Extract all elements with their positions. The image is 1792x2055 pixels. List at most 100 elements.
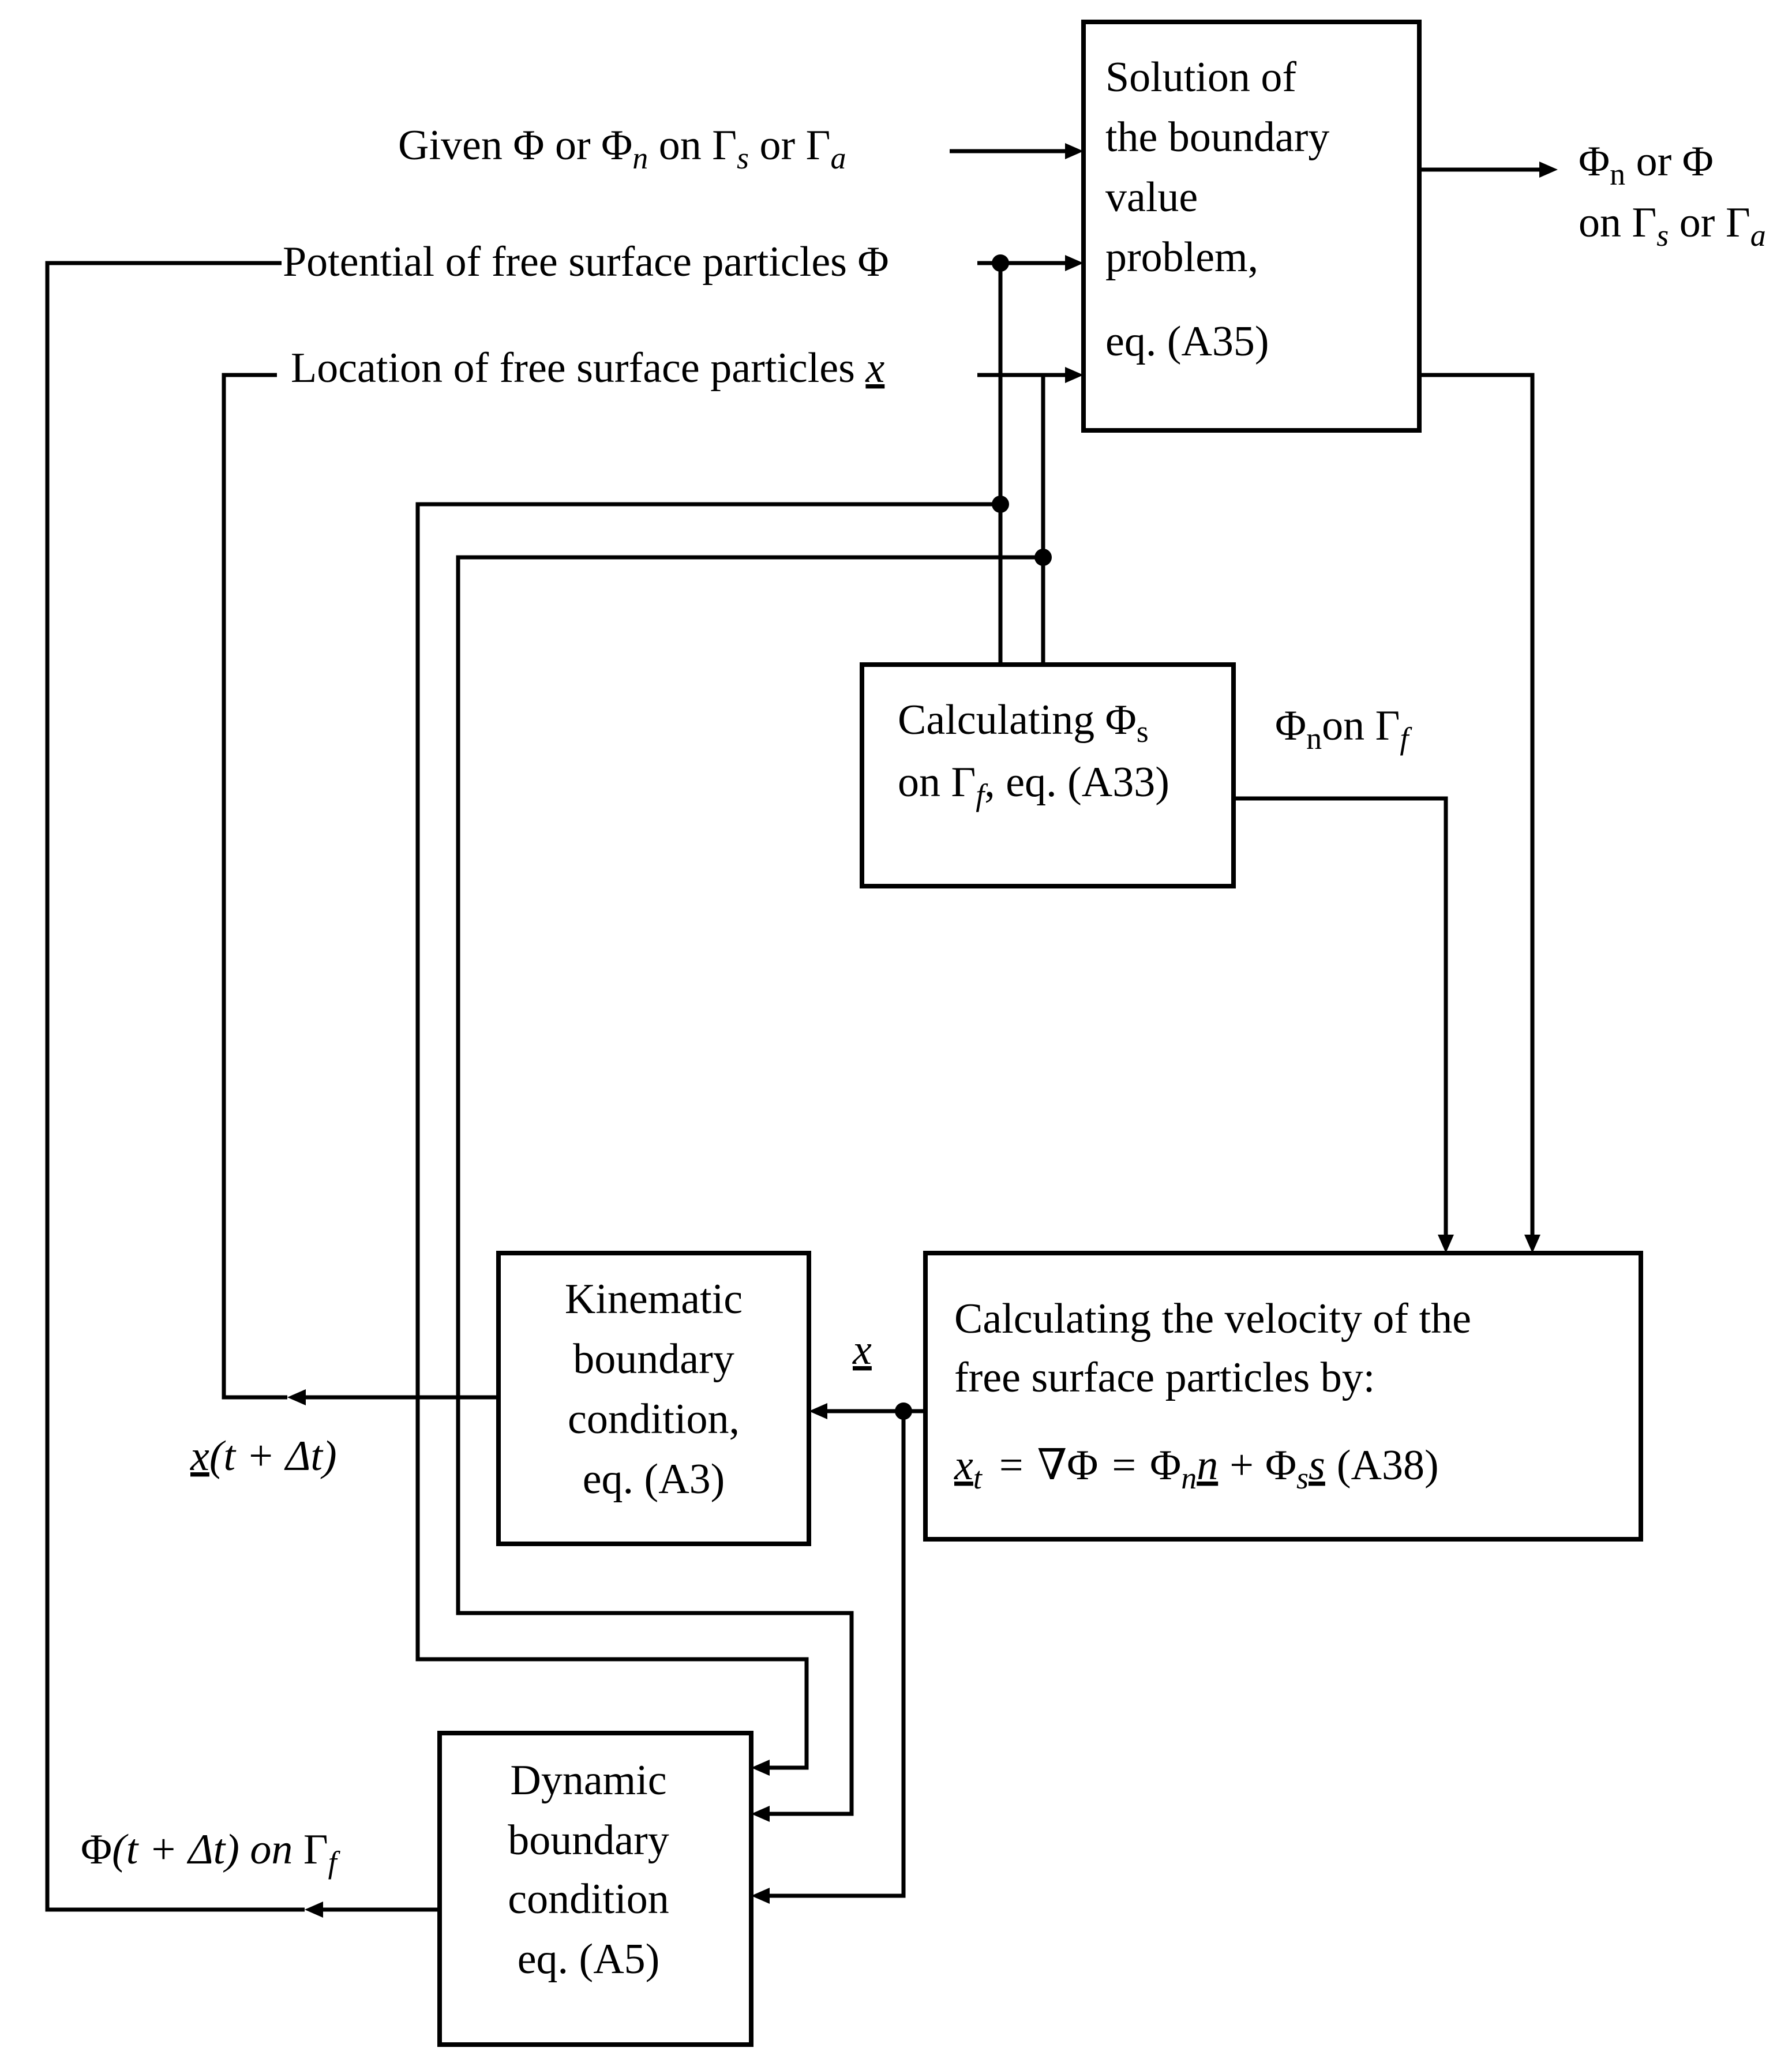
output-sub-s: s (1656, 218, 1669, 253)
label-output-line1: Φn or Φ (1579, 138, 1714, 194)
given-w1: Given (398, 122, 503, 169)
label-location: Location of free surface particles x (291, 344, 884, 392)
symbol-phi: Φ (1105, 696, 1137, 744)
phis-block (860, 662, 1236, 888)
velocity-line2: free surface particles by: (954, 1354, 1375, 1401)
label-x-new: x(t + Δt) (190, 1432, 337, 1480)
output-phi: Φ (1682, 138, 1714, 185)
given-sub-a: a (830, 141, 846, 175)
bvp-line5: eq. (A35) (1105, 318, 1269, 365)
eq-phi-3: Φ (1265, 1442, 1296, 1489)
arrowhead-dynamic-output (305, 1902, 323, 1918)
wire-location-loop (456, 555, 1043, 1816)
dynamic-line1: Dynamic (510, 1757, 666, 1804)
phinew-sub-f: f (328, 1845, 341, 1880)
given-w4: or (760, 122, 796, 169)
arrowhead-potential-loop (751, 1760, 770, 1776)
phis-on: on (898, 759, 940, 806)
label-phin-on-gf: Φnon Γf (1275, 702, 1412, 756)
bvp-line3: value (1105, 174, 1198, 221)
bvp-block (1081, 20, 1422, 433)
kinematic-line2: boundary (573, 1336, 734, 1383)
given-sub-n: n (632, 141, 648, 175)
given-phi: Φ (513, 122, 544, 169)
phin-phi: Φ (1275, 702, 1306, 749)
label-potential: Potential of free surface particles Φ (283, 238, 889, 286)
potential-phi: Φ (857, 238, 888, 286)
output-w2: on (1579, 199, 1621, 246)
xnew-text: (t + Δt) (209, 1432, 337, 1480)
given-sub-s: s (737, 141, 749, 175)
eq-s-vec: s (1309, 1442, 1325, 1489)
given-w3: on (659, 122, 702, 169)
dynamic-line4: eq. (A5) (518, 1936, 660, 1983)
eq-equals-1: = (999, 1442, 1024, 1489)
eq-phi-1: Φ (1067, 1442, 1098, 1489)
arrowhead-bvp-to-velocity (1524, 1235, 1540, 1253)
xnew-x: x (190, 1432, 209, 1480)
eq-plus: + (1229, 1442, 1254, 1489)
wire-velocity-to-dynamic (770, 1411, 906, 1898)
phin-sub-n: n (1306, 721, 1322, 756)
label-phi-new: Φ(t + Δt) on Γf (81, 1826, 341, 1880)
wire-potential-loop (415, 502, 1000, 1770)
eq-x: x (954, 1442, 973, 1489)
kinematic-block (496, 1251, 811, 1546)
kinematic-line1: Kinematic (565, 1276, 743, 1323)
eq-sub-s: s (1296, 1461, 1309, 1495)
given-w2: or (555, 122, 591, 169)
phin-w1: on (1322, 702, 1364, 749)
symbol-gamma: Γ (951, 759, 976, 806)
phinew-phi: Φ (81, 1826, 112, 1873)
phis-line2: on Γf, eq. (A33) (898, 759, 1169, 812)
output-sub-a: a (1750, 218, 1766, 253)
junction-velocity-split (895, 1402, 912, 1420)
given-phi-n: Φ (601, 122, 632, 169)
output-w1: or (1636, 138, 1672, 185)
phin-gamma: Γ (1375, 702, 1400, 749)
phinew-gamma: Γ (303, 1826, 328, 1873)
phis-label: Calculating (898, 696, 1094, 744)
label-x-velocity: x (852, 1326, 872, 1374)
arrowhead-bvp-output (1539, 162, 1558, 178)
arrowhead-kinematic-output (287, 1389, 306, 1405)
arrowhead-location-loop (751, 1806, 770, 1822)
eq-sub-t: t (973, 1461, 983, 1495)
junction-location-loop (1034, 549, 1052, 566)
eq-sub-n: n (1181, 1461, 1197, 1495)
arrowhead-potential (1065, 255, 1084, 271)
eq-equals-2: = (1112, 1442, 1136, 1489)
output-w3: or (1679, 199, 1715, 246)
arrowhead-velocity-to-kinematic (809, 1403, 827, 1419)
velocity-equation: xt=∇Φ=Φnn+Φss(A38) (954, 1442, 1439, 1495)
bvp-line4: problem, (1105, 234, 1258, 281)
arrowhead-location (1065, 367, 1084, 383)
bvp-line1: Solution of (1105, 54, 1296, 101)
arrowhead-given (1065, 143, 1084, 159)
potential-text: Potential of free surface particles (283, 238, 847, 286)
location-text: Location of free surface particles (291, 344, 855, 392)
phis-line1: Calculating Φs (898, 696, 1149, 749)
wire-location-feedback (222, 373, 287, 1400)
dynamic-block (437, 1731, 753, 2047)
arrowhead-phis-to-velocity (1438, 1235, 1454, 1253)
wire-bvp-to-velocity (1419, 373, 1535, 1235)
phinew-text: (t + Δt) on (112, 1826, 293, 1873)
dynamic-line2: boundary (508, 1817, 669, 1864)
output-gamma-s: Γ (1632, 199, 1657, 246)
location-x: x (865, 344, 884, 392)
kinematic-line4: eq. (A3) (583, 1456, 725, 1503)
dynamic-line3: condition (508, 1876, 669, 1923)
junction-potential (992, 254, 1009, 272)
velocity-line1: Calculating the velocity of the (954, 1295, 1471, 1342)
label-given: Given Φ or Φn on Γs or Γa (398, 122, 846, 178)
output-phi-n: Φ (1579, 138, 1610, 185)
eq-n-vec: n (1197, 1442, 1218, 1489)
eq-nabla: ∇ (1037, 1442, 1067, 1489)
eq-phi-2: Φ (1150, 1442, 1181, 1489)
eq-ref: (A38) (1337, 1442, 1439, 1489)
phin-sub-f: f (1400, 721, 1412, 756)
phis-eq: , eq. (A33) (984, 759, 1169, 806)
kinematic-line3: condition, (568, 1396, 740, 1443)
